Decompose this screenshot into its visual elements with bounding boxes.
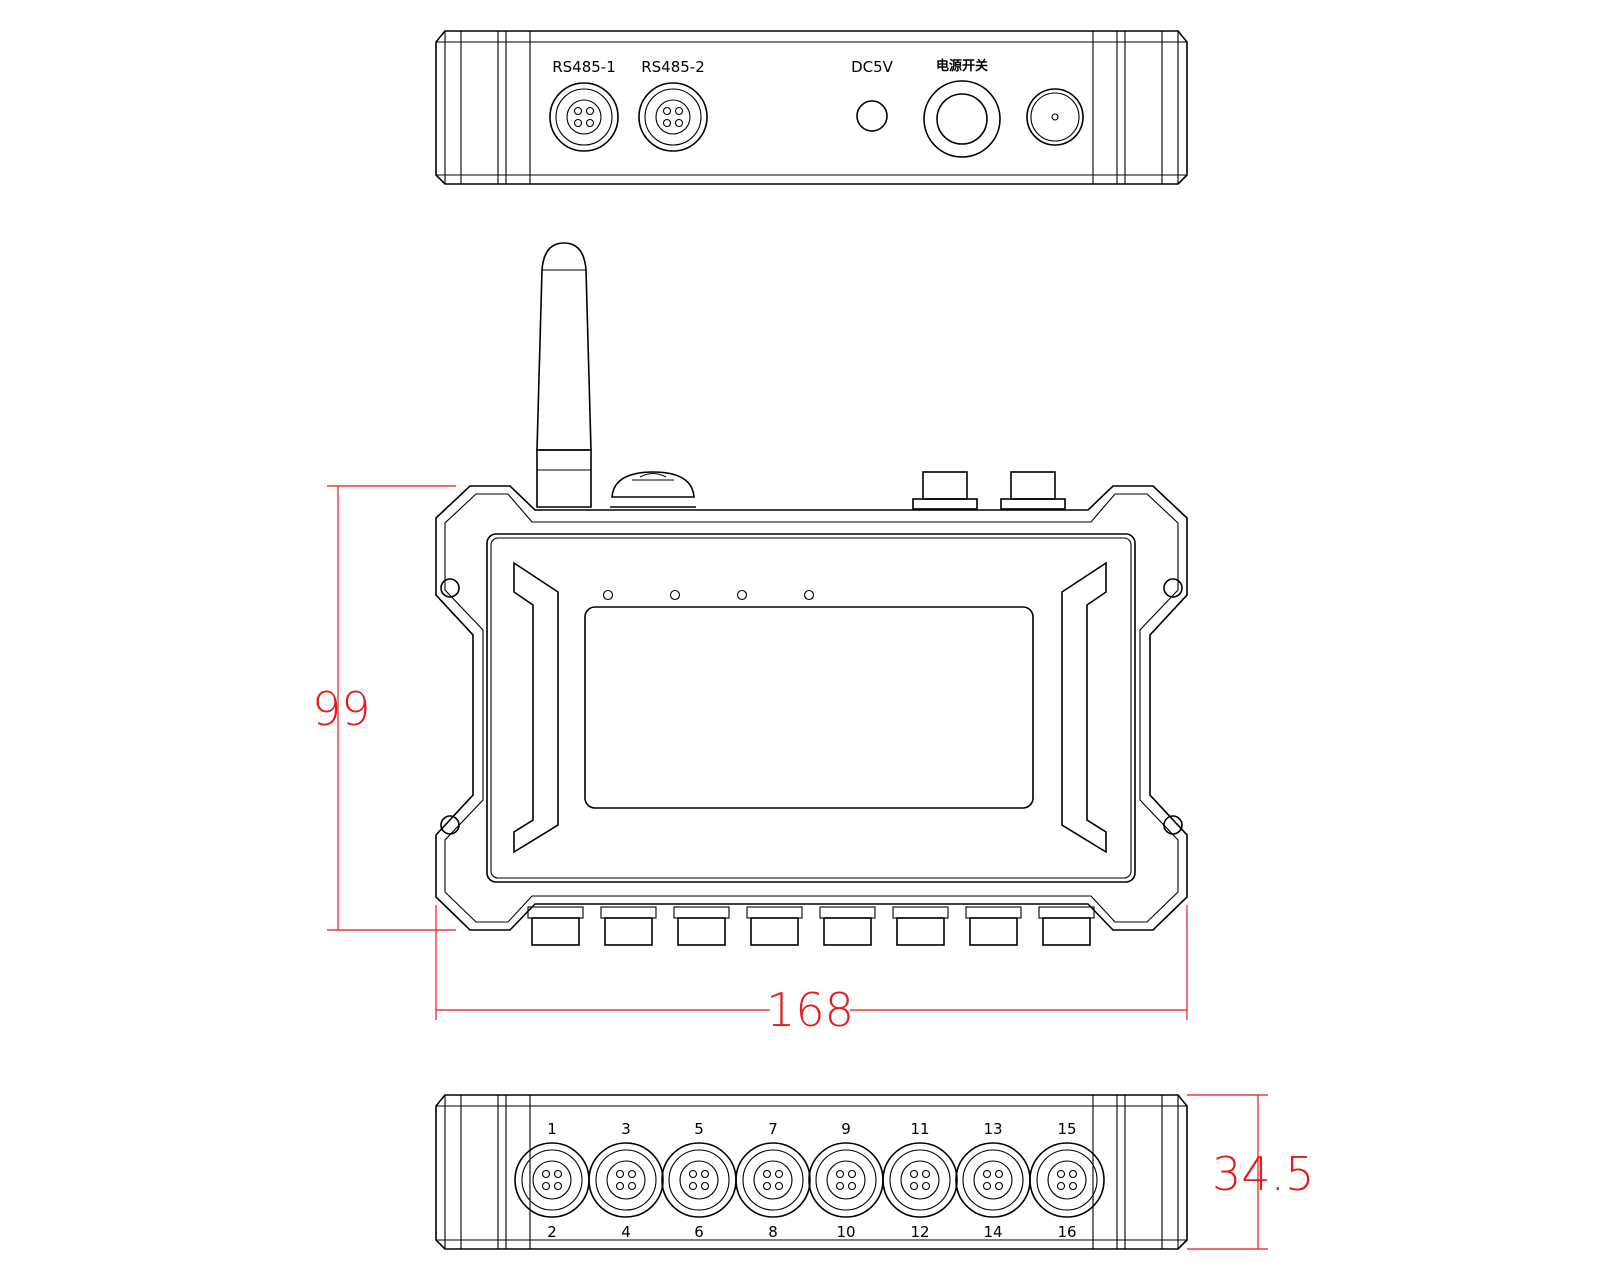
top-connector-1 bbox=[912, 471, 978, 510]
dc-label: DC5V bbox=[851, 58, 894, 76]
channel-label-12: 12 bbox=[910, 1223, 929, 1241]
dimension-height-label: 99 bbox=[312, 682, 371, 736]
left-bracket-decor bbox=[513, 561, 559, 854]
port-label-rs485-2: RS485-2 bbox=[641, 58, 705, 76]
led-indicator-4 bbox=[803, 589, 815, 601]
antenna bbox=[536, 242, 592, 508]
io-connector-5 bbox=[808, 1142, 884, 1218]
mount-hole-top-left bbox=[440, 578, 460, 598]
mount-hole-bottom-left bbox=[440, 815, 460, 835]
bottom-connector-stubs bbox=[527, 906, 1095, 946]
dc-jack bbox=[856, 100, 888, 132]
dimension-width-label: 168 bbox=[766, 983, 854, 1037]
channel-label-11: 11 bbox=[910, 1120, 929, 1138]
rs485-1-connector bbox=[549, 82, 619, 152]
channel-label-3: 3 bbox=[621, 1120, 631, 1138]
io-connector-1 bbox=[514, 1142, 590, 1218]
power-switch-label: 电源开关 bbox=[936, 58, 988, 74]
io-connector-2 bbox=[588, 1142, 664, 1218]
channel-label-7: 7 bbox=[768, 1120, 778, 1138]
io-connector-4 bbox=[735, 1142, 811, 1218]
right-bracket-decor bbox=[1061, 561, 1107, 854]
channel-label-1: 1 bbox=[547, 1120, 557, 1138]
channel-label-16: 16 bbox=[1057, 1223, 1076, 1241]
channel-label-10: 10 bbox=[836, 1223, 855, 1241]
mount-hole-bottom-right bbox=[1163, 815, 1183, 835]
channel-label-5: 5 bbox=[694, 1120, 704, 1138]
dimension-depth-label: 34.5 bbox=[1212, 1147, 1314, 1201]
port-label-rs485-1: RS485-1 bbox=[552, 58, 616, 76]
top-connector-2 bbox=[1000, 471, 1066, 510]
led-indicator-2 bbox=[669, 589, 681, 601]
dimension-depth: 34.5 bbox=[1187, 1094, 1314, 1250]
front-panel bbox=[486, 533, 1136, 883]
antenna-port bbox=[1026, 88, 1084, 146]
led-indicator-1 bbox=[602, 589, 614, 601]
channel-label-15: 15 bbox=[1057, 1120, 1076, 1138]
channel-label-2: 2 bbox=[547, 1223, 557, 1241]
power-switch bbox=[923, 80, 1001, 158]
front-view bbox=[435, 242, 1188, 946]
channel-label-14: 14 bbox=[983, 1223, 1002, 1241]
bottom-view: 1 3 5 7 9 11 13 15 2 4 6 8 10 12 14 16 bbox=[435, 1094, 1188, 1250]
channel-label-4: 4 bbox=[621, 1223, 631, 1241]
display-window bbox=[584, 606, 1034, 809]
top-knob bbox=[610, 471, 696, 508]
channel-label-9: 9 bbox=[841, 1120, 851, 1138]
led-indicator-3 bbox=[736, 589, 748, 601]
mount-hole-top-right bbox=[1163, 578, 1183, 598]
dimension-width: 168 bbox=[435, 905, 1188, 1037]
io-connector-8 bbox=[1029, 1142, 1105, 1218]
channel-label-13: 13 bbox=[983, 1120, 1002, 1138]
io-connector-7 bbox=[955, 1142, 1031, 1218]
io-connector-3 bbox=[661, 1142, 737, 1218]
dimension-height: 99 bbox=[312, 485, 456, 931]
top-view: RS485-1 RS485-2 DC5V 电源开关 bbox=[435, 30, 1188, 185]
rs485-2-connector bbox=[638, 82, 708, 152]
channel-label-6: 6 bbox=[694, 1223, 704, 1241]
io-connector-6 bbox=[882, 1142, 958, 1218]
channel-label-8: 8 bbox=[768, 1223, 778, 1241]
